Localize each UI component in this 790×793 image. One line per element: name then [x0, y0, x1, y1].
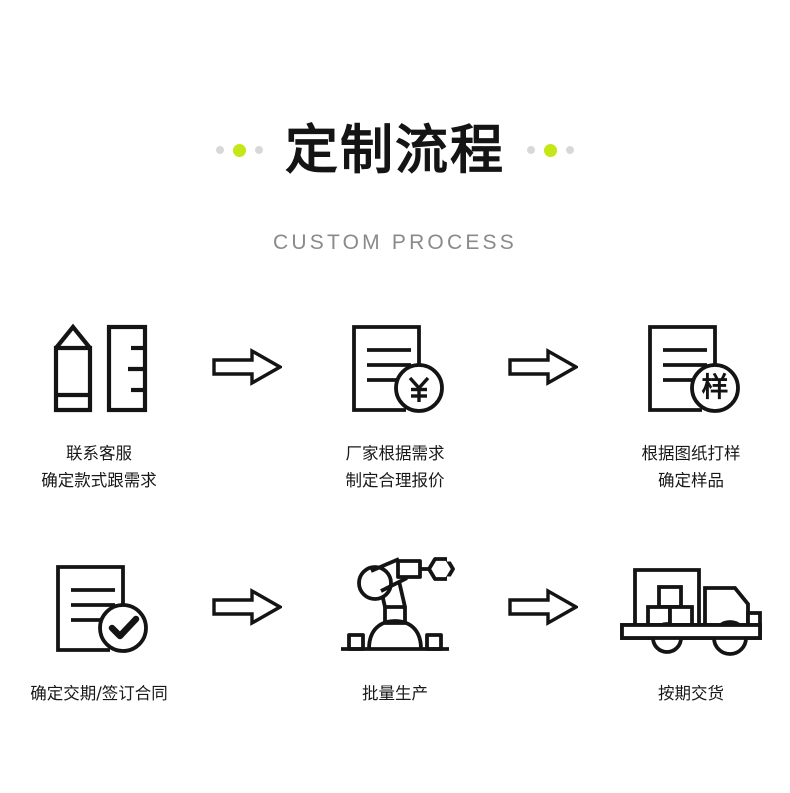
- arrow-step2-to-step3: [488, 313, 598, 421]
- process-steps: 联系客服 确定款式跟需求: [0, 313, 790, 793]
- page-header: 定制流程 CUSTOM PROCESS: [0, 0, 790, 255]
- process-step-1: 联系客服 确定款式跟需求: [6, 313, 192, 494]
- pencil-and-ruler-icon: [43, 313, 155, 421]
- step-label-line: 批量生产: [362, 684, 428, 703]
- process-step-5-label: 批量生产: [362, 680, 428, 707]
- title-row: 定制流程: [216, 88, 574, 212]
- decorative-dots-right: [527, 143, 574, 157]
- dot-small-left-outer: [216, 146, 224, 154]
- process-step-5: 批量生产: [302, 553, 488, 707]
- page-subtitle: CUSTOM PROCESS: [273, 231, 517, 254]
- step-label-line: 根据图纸打样: [641, 444, 741, 463]
- page-title: 定制流程: [285, 119, 505, 181]
- process-row-top: 联系客服 确定款式跟需求: [0, 313, 790, 553]
- step-label-line: 确定样品: [658, 471, 724, 491]
- arrow-step5-to-step6: [488, 553, 598, 661]
- process-step-3: 样 根据图纸打样 确定样品: [598, 313, 784, 494]
- dot-small-left-inner: [255, 146, 263, 154]
- process-step-6-label: 按期交货: [658, 680, 724, 707]
- step-label-line: 厂家根据需求: [345, 444, 445, 463]
- delivery-truck-icon: [617, 553, 765, 661]
- dot-accent-left: [233, 143, 246, 157]
- contract-check-document-icon: [47, 553, 151, 661]
- sample-document-icon: 样: [639, 313, 743, 421]
- robot-arm-icon: [335, 553, 455, 661]
- step-label-line: 制定合理报价: [345, 471, 445, 491]
- quote-document-yen-icon: [343, 313, 447, 421]
- dot-small-right-inner: [527, 146, 535, 154]
- process-row-bottom: 确定交期/签订合同: [0, 553, 790, 793]
- process-step-2-label: 厂家根据需求 制定合理报价: [346, 440, 445, 494]
- process-step-1-label: 联系客服 确定款式跟需求: [41, 440, 157, 494]
- dot-small-right-outer: [566, 146, 574, 154]
- step-label-line: 联系客服: [66, 444, 132, 463]
- check-icon: [108, 615, 140, 640]
- decorative-dots-left: [216, 143, 263, 157]
- dot-accent-right: [544, 143, 557, 157]
- sample-badge-char: 样: [702, 372, 729, 404]
- process-step-3-label: 根据图纸打样 确定样品: [642, 440, 741, 494]
- process-step-6: 按期交货: [598, 553, 784, 707]
- arrow-step1-to-step2: [192, 313, 302, 421]
- process-step-4: 确定交期/签订合同: [6, 553, 192, 707]
- step-label-line: 按期交货: [658, 684, 724, 703]
- step-label-line: 确定交期/签订合同: [30, 684, 168, 703]
- step-label-line: 确定款式跟需求: [41, 471, 157, 491]
- arrow-step4-to-step5: [192, 553, 302, 661]
- process-step-4-label: 确定交期/签订合同: [30, 680, 168, 707]
- process-step-2: 厂家根据需求 制定合理报价: [302, 313, 488, 494]
